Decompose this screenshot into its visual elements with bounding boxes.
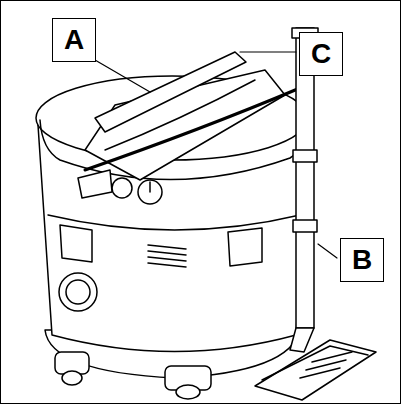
callout-letter: B — [340, 238, 384, 282]
callout-letter: C — [299, 32, 343, 76]
callout-letter: A — [52, 18, 96, 62]
